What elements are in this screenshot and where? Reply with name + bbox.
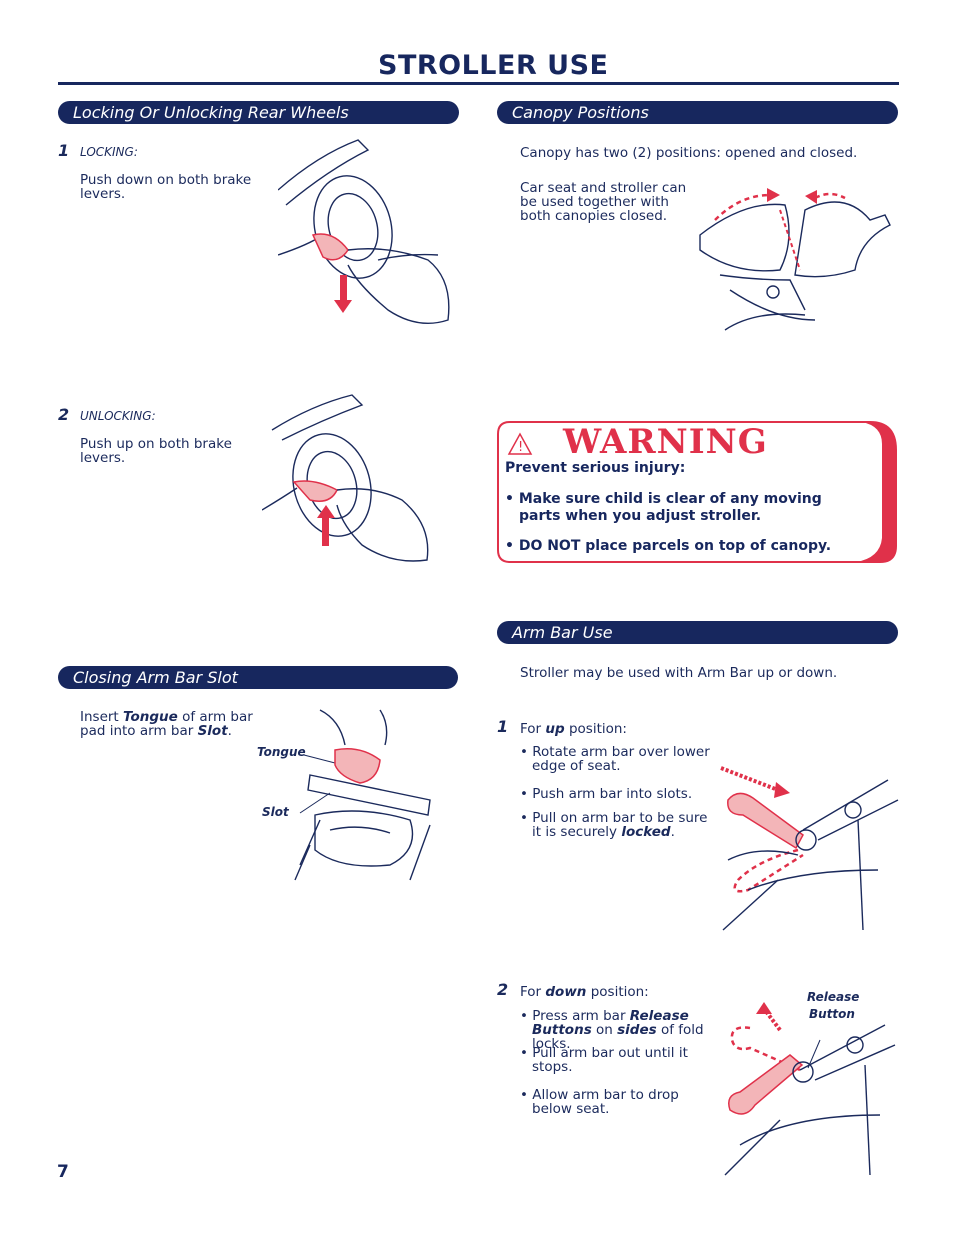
unlocking-label: UNLOCKING: bbox=[80, 409, 156, 423]
up-bullet-rotate: • Rotate arm bar over lower edge of seat… bbox=[520, 744, 710, 774]
unlocking-instruction: Push up on both brake levers. bbox=[80, 436, 232, 466]
arm-bar-step-number-1: 1 bbox=[497, 717, 509, 736]
canopy-positions-illustration bbox=[699, 188, 891, 331]
page-number: 7 bbox=[57, 1162, 69, 1182]
up-position-label: For up position: bbox=[520, 721, 627, 737]
warning-title: WARNING bbox=[563, 422, 768, 462]
title-divider bbox=[58, 82, 899, 85]
down-bullet-drop: • Allow arm bar to drop below seat. bbox=[520, 1087, 679, 1117]
section-header-canopy: Canopy Positions bbox=[497, 101, 898, 124]
step-number-2: 2 bbox=[58, 405, 70, 424]
svg-text:!: ! bbox=[518, 440, 523, 455]
warning-bullet-moving-parts: • Make sure child is clear of any moving… bbox=[505, 491, 822, 524]
arm-bar-intro: Stroller may be used with Arm Bar up or … bbox=[520, 665, 838, 681]
section-header-rear-wheels: Locking Or Unlocking Rear Wheels bbox=[58, 101, 459, 124]
callout-tongue: Tongue bbox=[257, 745, 306, 759]
callout-release-button-line2: Button bbox=[809, 1007, 855, 1021]
down-position-label: For down position: bbox=[520, 984, 649, 1000]
down-bullet-press: • Press arm bar Release Buttons on sides… bbox=[520, 1008, 704, 1052]
arm-bar-down-illustration bbox=[724, 1002, 896, 1176]
canopy-positions-text: Canopy has two (2) positions: opened and… bbox=[520, 145, 858, 161]
brake-lock-illustration bbox=[278, 139, 450, 325]
section-header-closing-slot: Closing Arm Bar Slot bbox=[58, 666, 458, 689]
canopy-closed-text: Car seat and stroller can be used togeth… bbox=[520, 180, 687, 224]
warning-bullet-parcels: • DO NOT place parcels on top of canopy. bbox=[505, 538, 832, 554]
warning-box-frame: ! bbox=[497, 421, 897, 563]
arm-bar-slot-illustration bbox=[294, 709, 431, 881]
page-title: STROLLER USE bbox=[378, 50, 609, 81]
callout-release-button-line1: Release bbox=[807, 990, 860, 1004]
up-bullet-pull: • Pull on arm bar to be sure it is secur… bbox=[520, 810, 708, 840]
section-header-arm-bar: Arm Bar Use bbox=[497, 621, 898, 644]
arm-bar-up-illustration bbox=[720, 766, 899, 931]
warning-lead: Prevent serious injury: bbox=[505, 460, 686, 476]
closing-slot-instruction: Insert Tongue of arm bar pad into arm ba… bbox=[80, 709, 253, 739]
arm-bar-step-number-2: 2 bbox=[497, 980, 509, 999]
down-bullet-pull: • Pull arm bar out until it stops. bbox=[520, 1045, 688, 1075]
locking-instruction: Push down on both brake levers. bbox=[80, 172, 252, 202]
step-number-1: 1 bbox=[58, 141, 70, 160]
locking-label: LOCKING: bbox=[80, 145, 138, 159]
callout-slot: Slot bbox=[262, 805, 289, 819]
up-bullet-push: • Push arm bar into slots. bbox=[520, 786, 693, 802]
brake-unlock-illustration bbox=[262, 394, 429, 562]
